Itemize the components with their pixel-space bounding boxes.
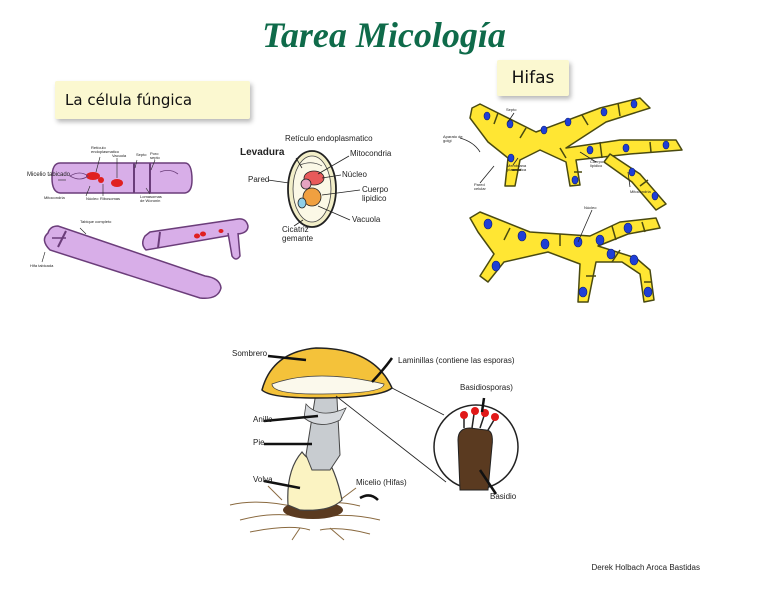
label-ribosomas: Ribosomas bbox=[100, 196, 121, 201]
lipid-body bbox=[302, 187, 322, 207]
label-septo: Septo bbox=[136, 152, 147, 157]
hypha-branch-upper bbox=[469, 97, 683, 187]
nucleus-mark bbox=[86, 172, 100, 180]
branching-hypha bbox=[142, 218, 249, 260]
label-micelio-hifas: Micelio (Hifas) bbox=[356, 478, 407, 487]
label-lomasomas: Lomasomas de Woronin bbox=[140, 194, 162, 204]
ring bbox=[303, 403, 347, 425]
author-credit: Derek Holbach Aroca Bastidas bbox=[591, 563, 701, 572]
cell-section-note: La célula fúngica bbox=[55, 81, 250, 119]
label-tabique: Tabique completo bbox=[80, 219, 112, 224]
label-poro: Poro septo bbox=[150, 151, 160, 161]
label-pared-celular: Pared celular bbox=[474, 182, 486, 192]
septate-hypha-top bbox=[51, 162, 193, 194]
label-yeast-pared: Pared bbox=[248, 175, 270, 184]
label-yeast-cicatriz: Cicatriz gemante bbox=[282, 225, 314, 243]
label-yeast-cuerpo: Cuerpo lipidico bbox=[362, 185, 389, 203]
label-vacuola: Vacuola bbox=[112, 153, 127, 158]
label-yeast-mitocondria: Mitocondria bbox=[350, 149, 392, 158]
label-anillo: Anillo bbox=[253, 415, 273, 424]
hyphae-section-note: Hifas bbox=[497, 60, 569, 96]
label-yeast-nucleo: Núcleo bbox=[342, 170, 367, 179]
hyphae-nuclei bbox=[483, 99, 670, 298]
label-hyphae-septo: Septo bbox=[506, 107, 517, 112]
label-hyphae-mitocondria: Mitocondria bbox=[630, 189, 651, 194]
label-hifa-tabicada: Hifa tabicada bbox=[30, 263, 54, 268]
nucleus-mark bbox=[111, 179, 123, 187]
page-title: Tarea Micología bbox=[262, 15, 506, 55]
vacuole bbox=[297, 197, 307, 209]
label-golgi: Aparato de golgi bbox=[443, 134, 463, 144]
label-nucleo: Núcleo bbox=[86, 196, 99, 201]
hypha-branch-side bbox=[603, 153, 667, 211]
label-basidiosporas: Basidiosporas) bbox=[460, 383, 513, 392]
label-laminillas: Laminillas (contiene las esporas) bbox=[398, 356, 515, 365]
label-mitocondria: Mitocondria bbox=[44, 195, 65, 200]
label-micelio-tabicado: Micelio tabicado bbox=[27, 172, 71, 178]
label-membrana: Membrana plasmatica bbox=[507, 163, 527, 173]
septate-hypha-bottom bbox=[41, 225, 222, 300]
label-volva: Volva bbox=[253, 475, 273, 484]
label-reticulo: Retículo endoplasmatico bbox=[91, 145, 120, 155]
label-hyphae-cuerpo: Cuerpo lipidico bbox=[590, 159, 604, 169]
label-levadura: Levadura bbox=[240, 147, 285, 158]
label-yeast-reticulo: Retículo endoplasmatico bbox=[285, 134, 373, 143]
label-basidio: Basidio bbox=[490, 492, 517, 501]
label-sombrero: Sombrero bbox=[232, 349, 268, 358]
label-yeast-vacuola: Vacuola bbox=[352, 215, 381, 224]
label-hyphae-nucleo: Núcleo bbox=[584, 205, 597, 210]
hypha-branch-lower bbox=[469, 211, 661, 303]
label-pie: Pie bbox=[253, 438, 265, 447]
